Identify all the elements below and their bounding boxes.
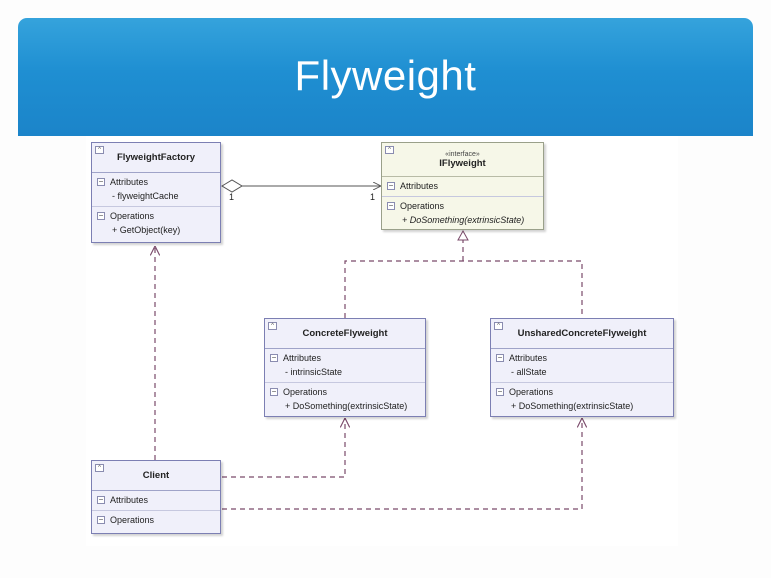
attributes-section: −Attributes - allState <box>491 349 673 382</box>
section-label: Operations <box>110 515 155 525</box>
operation-item: + DoSomething(extrinsicState) <box>511 401 634 411</box>
operations-section: −Operations <box>92 510 220 530</box>
class-name: UnsharedConcreteFlyweight <box>517 328 647 339</box>
collapse-toggle-icon[interactable]: ^ <box>95 146 104 154</box>
slide-title: Flyweight <box>294 52 477 99</box>
realization-link <box>344 240 583 318</box>
section-label: Attributes <box>110 177 149 187</box>
minus-icon[interactable]: − <box>270 353 278 362</box>
minus-icon[interactable]: − <box>97 177 105 186</box>
collapse-toggle-icon[interactable]: ^ <box>385 146 394 154</box>
attribute-item: - intrinsicState <box>285 367 343 377</box>
collapse-toggle-icon[interactable]: ^ <box>95 464 104 472</box>
class-name: FlyweightFactory <box>116 152 196 163</box>
class-header: ^ «interface» IFlyweight <box>382 143 543 177</box>
class-name: IFlyweight <box>439 157 486 169</box>
attributes-section: −Attributes <box>92 491 220 510</box>
minus-icon[interactable]: − <box>97 515 105 524</box>
minus-icon[interactable]: − <box>97 211 105 220</box>
section-label: Operations <box>400 201 445 211</box>
title-bar <box>18 18 753 136</box>
section-label: Attributes <box>509 353 548 363</box>
class-header: ^ UnsharedConcreteFlyweight <box>491 319 673 349</box>
class-header: ^ ConcreteFlyweight <box>265 319 425 349</box>
operation-item: + GetObject(key) <box>112 225 181 235</box>
attribute-item: - flyweightCache <box>112 191 179 201</box>
class-client[interactable]: ^ Client −Attributes −Operations <box>91 460 221 534</box>
minus-icon[interactable]: − <box>270 387 278 396</box>
realization-arrowhead <box>457 229 469 241</box>
section-label: Operations <box>110 211 155 221</box>
operations-section: −Operations + DoSomething(extrinsicState… <box>491 382 673 416</box>
collapse-toggle-icon[interactable]: ^ <box>268 322 277 330</box>
attributes-section: −Attributes <box>382 177 543 196</box>
section-label: Attributes <box>283 353 322 363</box>
multiplicity-factory-end: 1 <box>229 192 235 202</box>
minus-icon[interactable]: − <box>496 387 504 396</box>
section-label: Operations <box>283 387 328 397</box>
client-unshared-dependency <box>222 418 582 510</box>
multiplicity-interface-end: 1 <box>370 192 376 202</box>
operations-section: −Operations + DoSomething(extrinsicState… <box>265 382 425 416</box>
collapse-toggle-icon[interactable]: ^ <box>494 322 503 330</box>
operation-item: + DoSomething(extrinsicState) <box>285 401 408 411</box>
aggregation-link <box>221 179 381 193</box>
class-name: ConcreteFlyweight <box>302 328 388 339</box>
section-label: Operations <box>509 387 554 397</box>
minus-icon[interactable]: − <box>496 353 504 362</box>
class-header: ^ FlyweightFactory <box>92 143 220 173</box>
section-label: Attributes <box>400 181 439 191</box>
attributes-section: −Attributes - flyweightCache <box>92 173 220 206</box>
class-flyweight-factory[interactable]: ^ FlyweightFactory −Attributes - flyweig… <box>91 142 221 243</box>
class-unshared-concrete-flyweight[interactable]: ^ UnsharedConcreteFlyweight −Attributes … <box>490 318 674 417</box>
class-iflyweight[interactable]: ^ «interface» IFlyweight −Attributes −Op… <box>381 142 544 230</box>
class-name: Client <box>142 470 170 481</box>
section-label: Attributes <box>110 495 149 505</box>
minus-icon[interactable]: − <box>387 201 395 210</box>
class-concrete-flyweight[interactable]: ^ ConcreteFlyweight −Attributes - intrin… <box>264 318 426 417</box>
operation-item: + DoSomething(extrinsicState) <box>402 215 525 225</box>
attribute-item: - allState <box>511 367 547 377</box>
operations-section: −Operations + DoSomething(extrinsicState… <box>382 196 543 230</box>
minus-icon[interactable]: − <box>387 181 395 190</box>
attributes-section: −Attributes - intrinsicState <box>265 349 425 382</box>
class-stereotype: «interface» <box>445 150 480 158</box>
client-concrete-dependency <box>222 418 345 478</box>
minus-icon[interactable]: − <box>97 495 105 504</box>
operations-section: −Operations + GetObject(key) <box>92 206 220 240</box>
class-header: ^ Client <box>92 461 220 491</box>
